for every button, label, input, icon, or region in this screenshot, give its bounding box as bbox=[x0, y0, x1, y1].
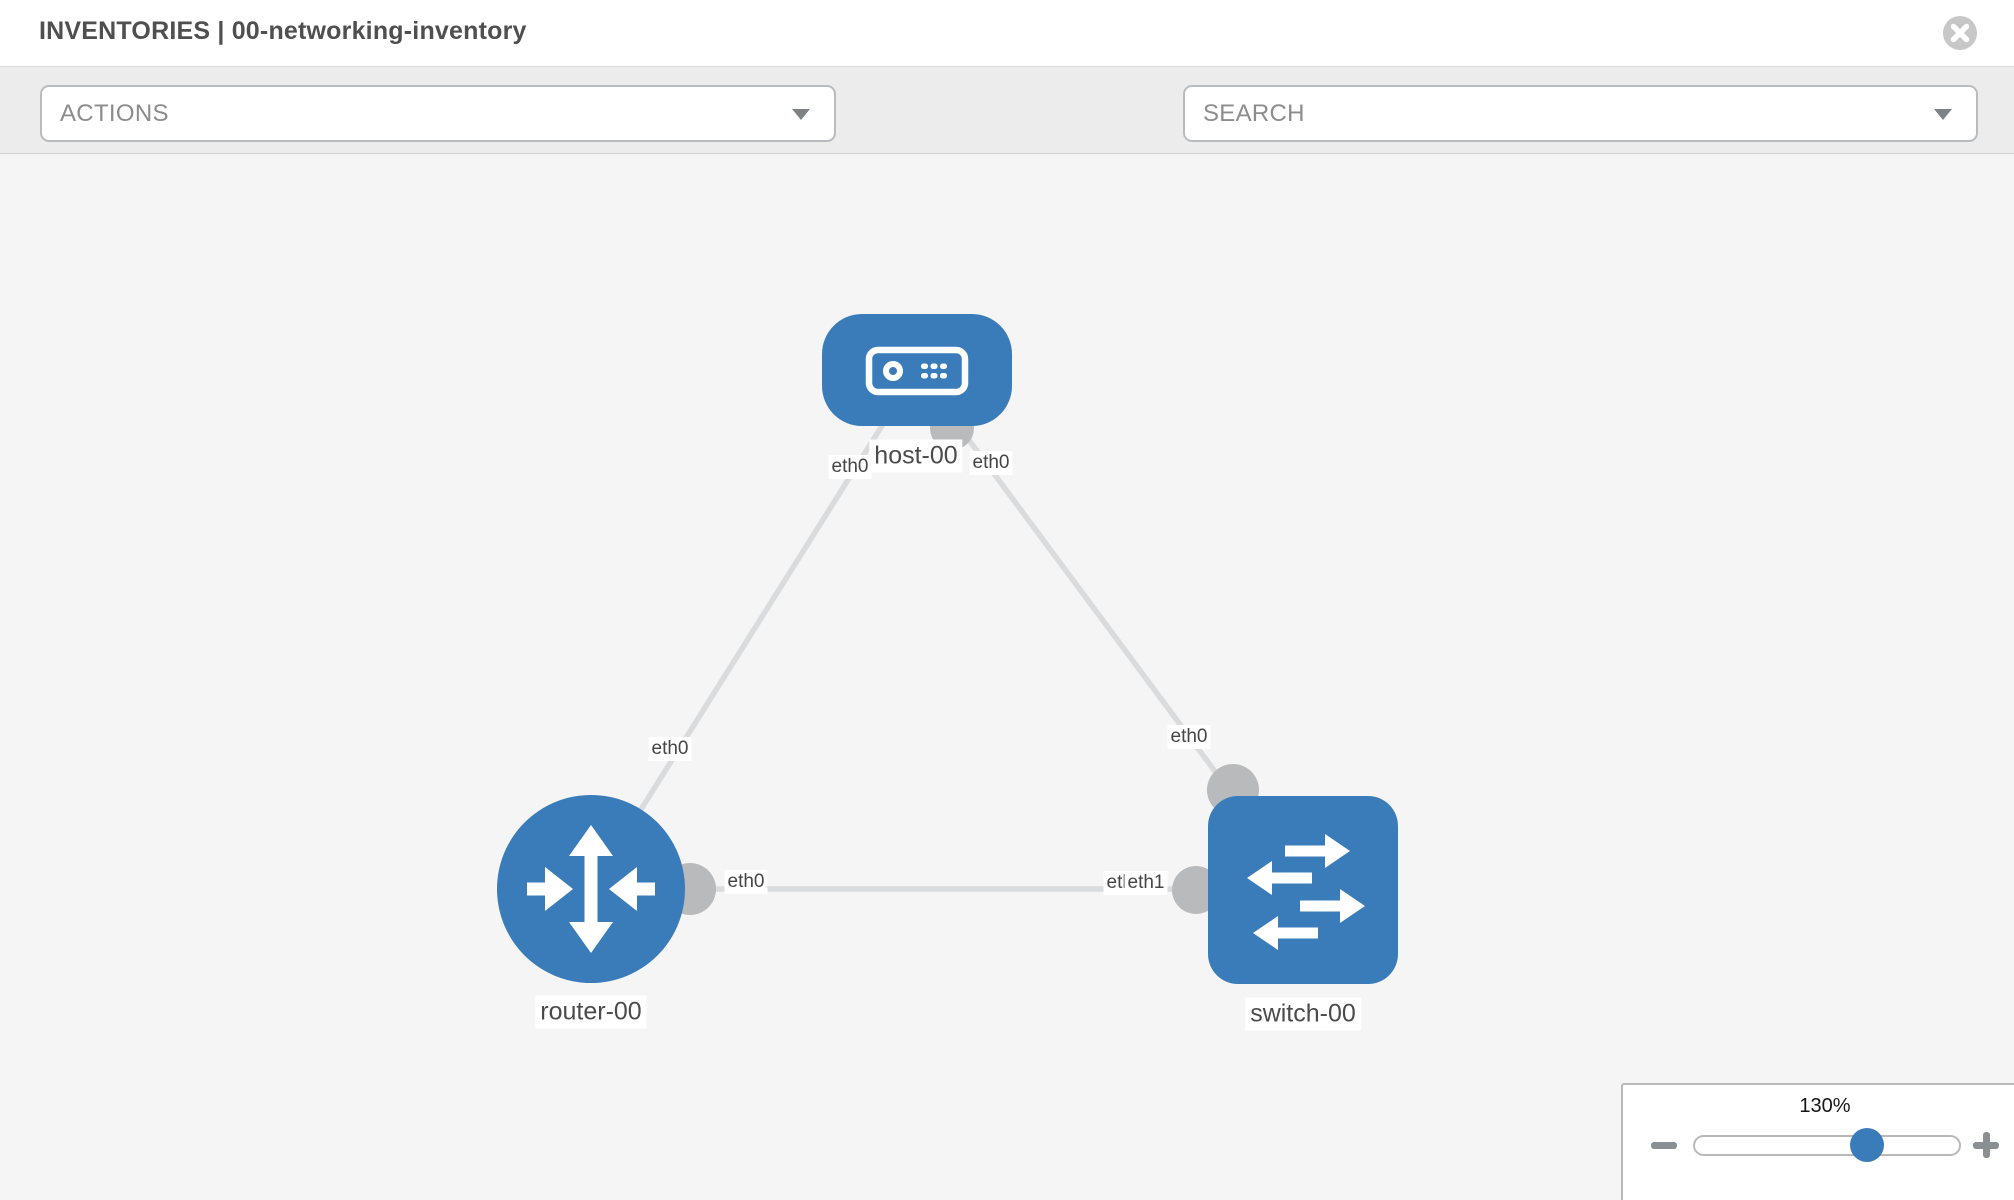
interface-label: eth0 bbox=[724, 870, 768, 894]
router-arrows-icon bbox=[527, 825, 655, 953]
interface-label: eth0 bbox=[828, 455, 872, 479]
node-router-00[interactable] bbox=[497, 795, 685, 983]
actions-dropdown[interactable]: ACTIONS bbox=[40, 85, 836, 142]
node-label-switch-00: switch-00 bbox=[1245, 997, 1361, 1031]
page-title: INVENTORIES | 00-networking-inventory bbox=[39, 17, 527, 45]
server-icon bbox=[865, 346, 969, 396]
zoom-panel: 130% bbox=[1621, 1083, 2014, 1200]
minus-icon bbox=[1651, 1142, 1677, 1149]
interface-label: eth0 bbox=[969, 451, 1013, 475]
search-dropdown[interactable]: SEARCH bbox=[1183, 85, 1978, 142]
close-button[interactable] bbox=[1942, 15, 1978, 51]
zoom-level-value: 130% bbox=[1799, 1095, 1851, 1117]
switch-arrows-icon bbox=[1247, 834, 1365, 950]
search-placeholder: SEARCH bbox=[1203, 100, 1305, 127]
node-label-router-00: router-00 bbox=[535, 995, 647, 1029]
node-host-00[interactable] bbox=[822, 314, 1012, 426]
interface-label: eth0 bbox=[648, 737, 692, 761]
zoom-slider-knob[interactable] bbox=[1850, 1128, 1884, 1162]
chevron-down-icon bbox=[1934, 109, 1952, 120]
node-switch-00[interactable] bbox=[1208, 796, 1398, 984]
header: INVENTORIES | 00-networking-inventory bbox=[0, 0, 2014, 67]
zoom-out-button[interactable] bbox=[1644, 1125, 1684, 1165]
topology-canvas[interactable]: eth0 eth0 eth0 eth0 eth0 eth0 eth1 host-… bbox=[0, 154, 2014, 1200]
chevron-down-icon bbox=[792, 109, 810, 120]
interface-label: eth0 bbox=[1167, 725, 1211, 749]
zoom-in-button[interactable] bbox=[1966, 1125, 2006, 1165]
toolbar: ACTIONS SEARCH bbox=[0, 67, 2014, 198]
actions-dropdown-label: ACTIONS bbox=[60, 100, 169, 127]
plus-icon bbox=[1983, 1132, 1990, 1158]
topology-graph bbox=[497, 314, 1398, 984]
interface-label: eth1 bbox=[1124, 871, 1168, 895]
node-label-host-00: host-00 bbox=[869, 439, 963, 473]
zoom-slider-track[interactable] bbox=[1693, 1128, 1961, 1162]
circle-x-icon bbox=[1943, 16, 1977, 50]
